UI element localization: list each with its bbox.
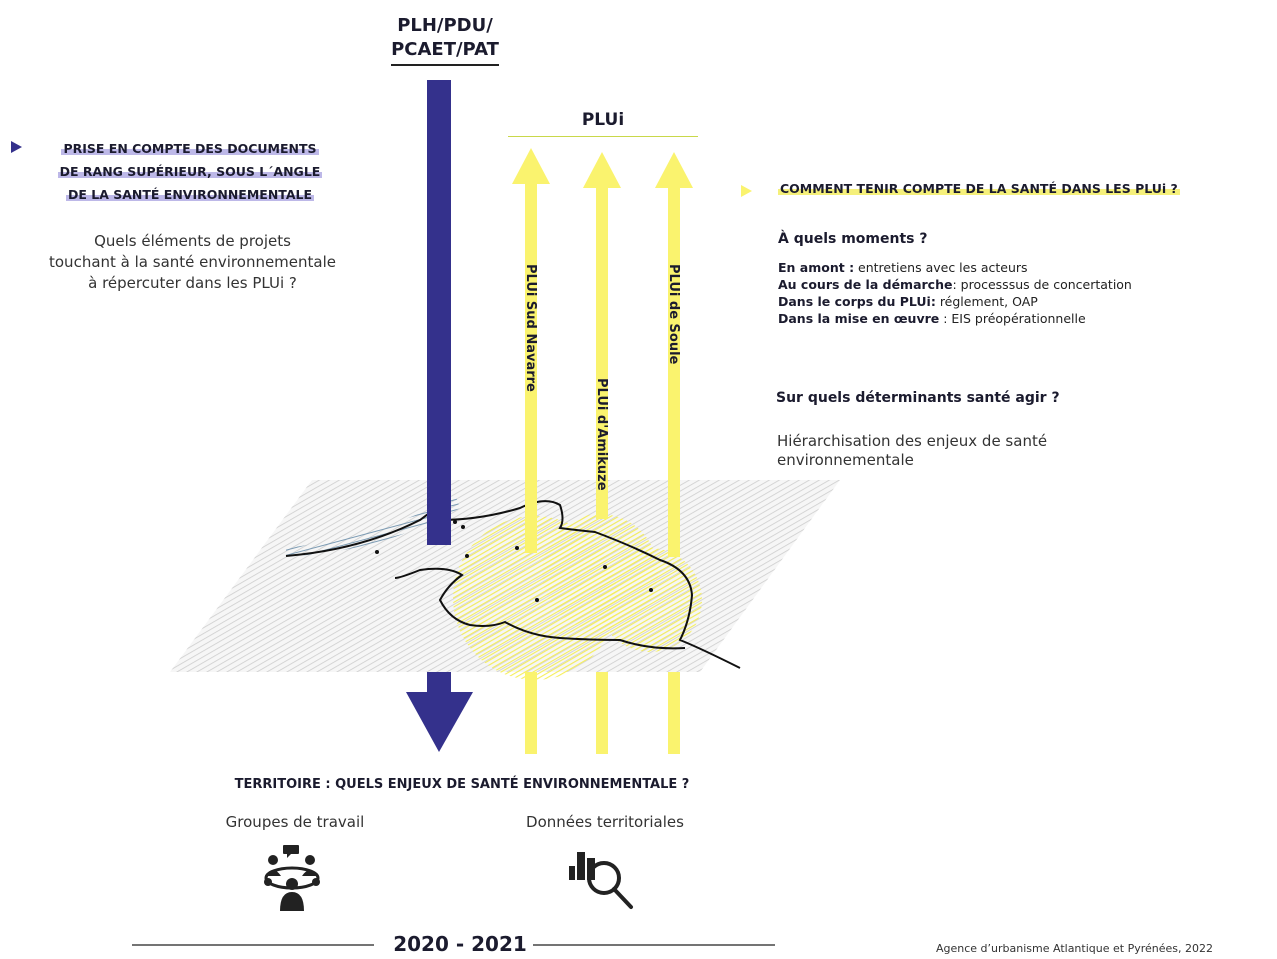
- arrow-label-soule: PLUi de Soule: [666, 264, 681, 365]
- right-heading-text: COMMENT TENIR COMPTE DE LA SANTÉ DANS LE…: [778, 181, 1180, 196]
- right-bullet-icon: [741, 185, 752, 197]
- left-question: Quels éléments de projets touchant à la …: [10, 231, 375, 294]
- left-question-line1: Quels éléments de projets: [94, 232, 291, 250]
- city-dots: [375, 520, 653, 602]
- moments-list: En amont : entretiens avec les acteurs A…: [778, 259, 1132, 327]
- left-question-line3: à répercuter dans les PLUi ?: [88, 274, 297, 292]
- right-heading: COMMENT TENIR COMPTE DE LA SANTÉ DANS LE…: [778, 181, 1180, 196]
- top-title: PLH/PDU/ PCAET/PAT: [330, 14, 560, 66]
- determinants-title: Sur quels déterminants santé agir ?: [776, 390, 1060, 406]
- arrow-label-amikuze: PLUi d'Amikuze: [594, 378, 609, 491]
- year-label: 2020 - 2021: [393, 932, 527, 956]
- credit-text: Agence d’urbanisme Atlantique et Pyrénée…: [936, 942, 1213, 955]
- navy-arrow-head: [406, 692, 473, 752]
- moment-item: En amont : entretiens avec les acteurs: [778, 260, 1028, 275]
- territory-question: TERRITOIRE : QUELS ENJEUX DE SANTÉ ENVIR…: [234, 777, 690, 792]
- coast-strip: [286, 497, 460, 557]
- left-bullet-icon: [11, 141, 22, 153]
- data-analysis-icon: [569, 852, 633, 909]
- determinants-text: Hiérarchisation des enjeux de santé envi…: [777, 432, 1137, 470]
- navy-arrow-shaft: [427, 80, 451, 545]
- yellow-arrows: [512, 148, 693, 754]
- navy-arrow-lower-shaft: [427, 672, 451, 694]
- arrow-label-sud-navarre: PLUi Sud Navarre: [523, 264, 538, 392]
- moment-item: Dans la mise en œuvre : EIS préopération…: [778, 311, 1086, 326]
- moments-title: À quels moments ?: [778, 231, 928, 247]
- left-heading-line2: DE RANG SUPÉRIEUR, SOUS L´ANGLE: [57, 164, 323, 179]
- determinants-line2: environnementale: [777, 451, 914, 469]
- left-heading: PRISE EN COMPTE DES DOCUMENTS DE RANG SU…: [20, 137, 360, 206]
- meeting-group-icon: [264, 845, 320, 911]
- plui-title: PLUi: [508, 110, 698, 137]
- determinants-line1: Hiérarchisation des enjeux de santé: [777, 432, 1048, 450]
- left-question-line2: touchant à la santé environnementale: [49, 253, 336, 271]
- left-heading-line3: DE LA SANTÉ ENVIRONNEMENTALE: [65, 187, 315, 202]
- groups-label: Groupes de travail: [225, 813, 365, 831]
- top-title-line1: PLH/PDU/: [397, 15, 493, 36]
- top-title-line2: PCAET/PAT: [391, 38, 499, 66]
- moment-item: Au cours de la démarche: processsus de c…: [778, 277, 1132, 292]
- data-label: Données territoriales: [526, 813, 684, 831]
- moment-item: Dans le corps du PLUi: réglement, OAP: [778, 294, 1038, 309]
- left-heading-line1: PRISE EN COMPTE DES DOCUMENTS: [61, 141, 319, 156]
